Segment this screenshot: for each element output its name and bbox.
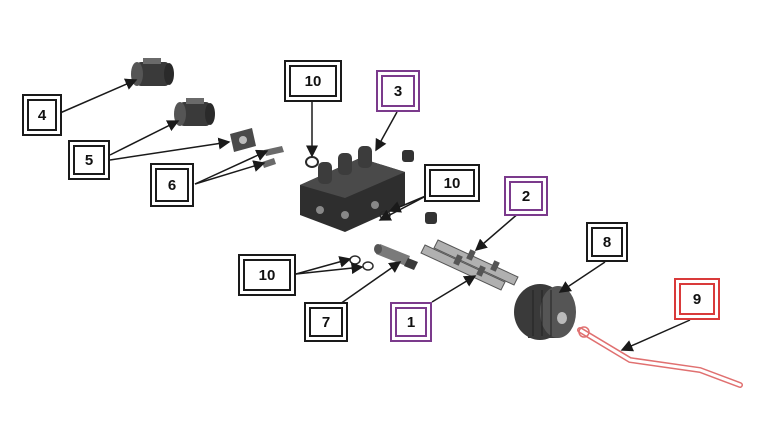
callout-10-right: 10: [424, 164, 480, 202]
filter-part: [514, 284, 576, 340]
callout-label: 10: [443, 174, 461, 192]
solenoid-coil-part: [131, 58, 174, 86]
callout-label: 10: [258, 266, 276, 284]
callout-10-bottom: 10: [238, 254, 296, 296]
callout-label: 10: [304, 72, 322, 90]
callout-label: 6: [167, 176, 177, 194]
callout-1: 1: [390, 302, 432, 342]
callout-6: 6: [150, 163, 194, 207]
callout-2: 2: [504, 176, 548, 216]
callout-label: 1: [406, 313, 416, 331]
valve-block-part: [300, 146, 437, 232]
callout-10-top: 10: [284, 60, 342, 102]
callout-label: 7: [321, 313, 331, 331]
callout-label: 4: [37, 106, 47, 124]
callout-7: 7: [304, 302, 348, 342]
callout-label: 5: [84, 151, 94, 169]
callout-3: 3: [376, 70, 420, 112]
callout-label: 2: [521, 187, 531, 205]
callout-8: 8: [586, 222, 628, 262]
callout-label: 9: [692, 290, 702, 308]
solenoid-coil-part-2: [174, 98, 215, 126]
callout-label: 8: [602, 233, 612, 251]
leader-lines: [59, 78, 691, 352]
callout-5: 5: [68, 140, 110, 180]
plate-and-pins-part: [230, 128, 284, 168]
callout-9: 9: [674, 278, 720, 320]
o-ring-part-2: [349, 255, 361, 265]
callout-label: 3: [393, 82, 403, 100]
valve-plunger-part: [374, 244, 418, 270]
o-ring-part-3: [362, 261, 374, 271]
hose-part: [577, 326, 743, 388]
callout-4: 4: [22, 94, 62, 136]
spool-valves-part: [420, 239, 519, 291]
o-ring-part: [305, 156, 319, 168]
